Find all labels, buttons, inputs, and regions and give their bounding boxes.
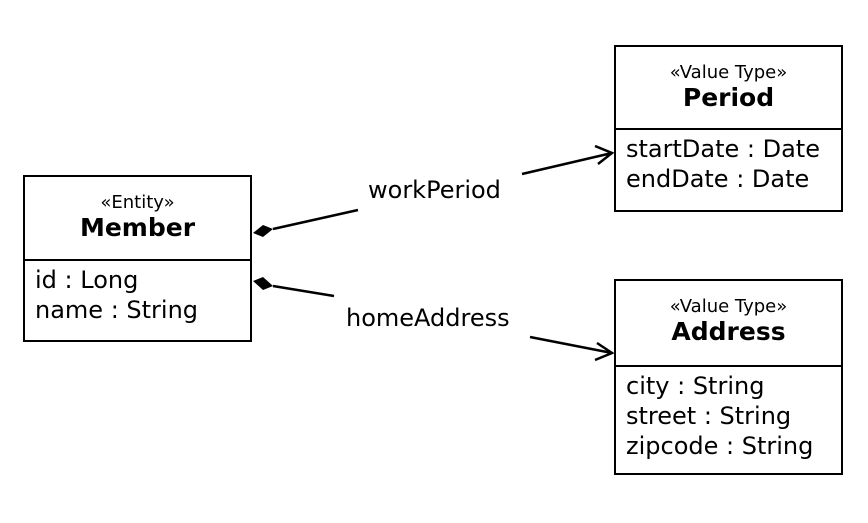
period-class: «Value Type» Period startDate : Date end… (614, 45, 843, 212)
member-class-header: «Entity» Member (25, 177, 250, 261)
home-address-arrowhead (594, 341, 615, 362)
member-attr-id: id : Long (35, 266, 139, 294)
address-attributes: city : String street : String zipcode : … (616, 367, 841, 461)
address-attr-city: city : String (626, 372, 765, 400)
composition-diamond-work-period (253, 225, 273, 237)
member-stereotype: «Entity» (100, 192, 175, 213)
address-class-header: «Value Type» Address (616, 281, 841, 367)
member-class-name: Member (79, 213, 196, 242)
member-attributes: id : Long name : String (25, 261, 250, 325)
address-attr-zipcode: zipcode : String (626, 432, 814, 460)
home-address-label: homeAddress (346, 304, 510, 332)
address-class-name: Address (671, 317, 786, 346)
member-attr-name: name : String (35, 296, 199, 324)
address-attr-street: street : String (626, 402, 792, 430)
period-attributes: startDate : Date endDate : Date (616, 130, 841, 194)
period-class-header: «Value Type» Period (616, 47, 841, 130)
home-address-line-left (272, 284, 335, 298)
composition-diamond-home-address (253, 277, 273, 290)
period-attr-end-date: endDate : Date (626, 165, 810, 193)
work-period-arrowhead (594, 144, 615, 165)
home-address-line-right (529, 335, 613, 355)
period-stereotype: «Value Type» (669, 62, 788, 83)
work-period-line-right (521, 151, 613, 176)
work-period-label: workPeriod (368, 176, 501, 204)
member-class: «Entity» Member id : Long name : String (23, 175, 252, 342)
period-class-name: Period (682, 83, 775, 112)
address-stereotype: «Value Type» (669, 296, 788, 317)
period-attr-start-date: startDate : Date (626, 135, 820, 163)
address-class: «Value Type» Address city : String stree… (614, 279, 843, 475)
work-period-line-left (272, 208, 359, 231)
